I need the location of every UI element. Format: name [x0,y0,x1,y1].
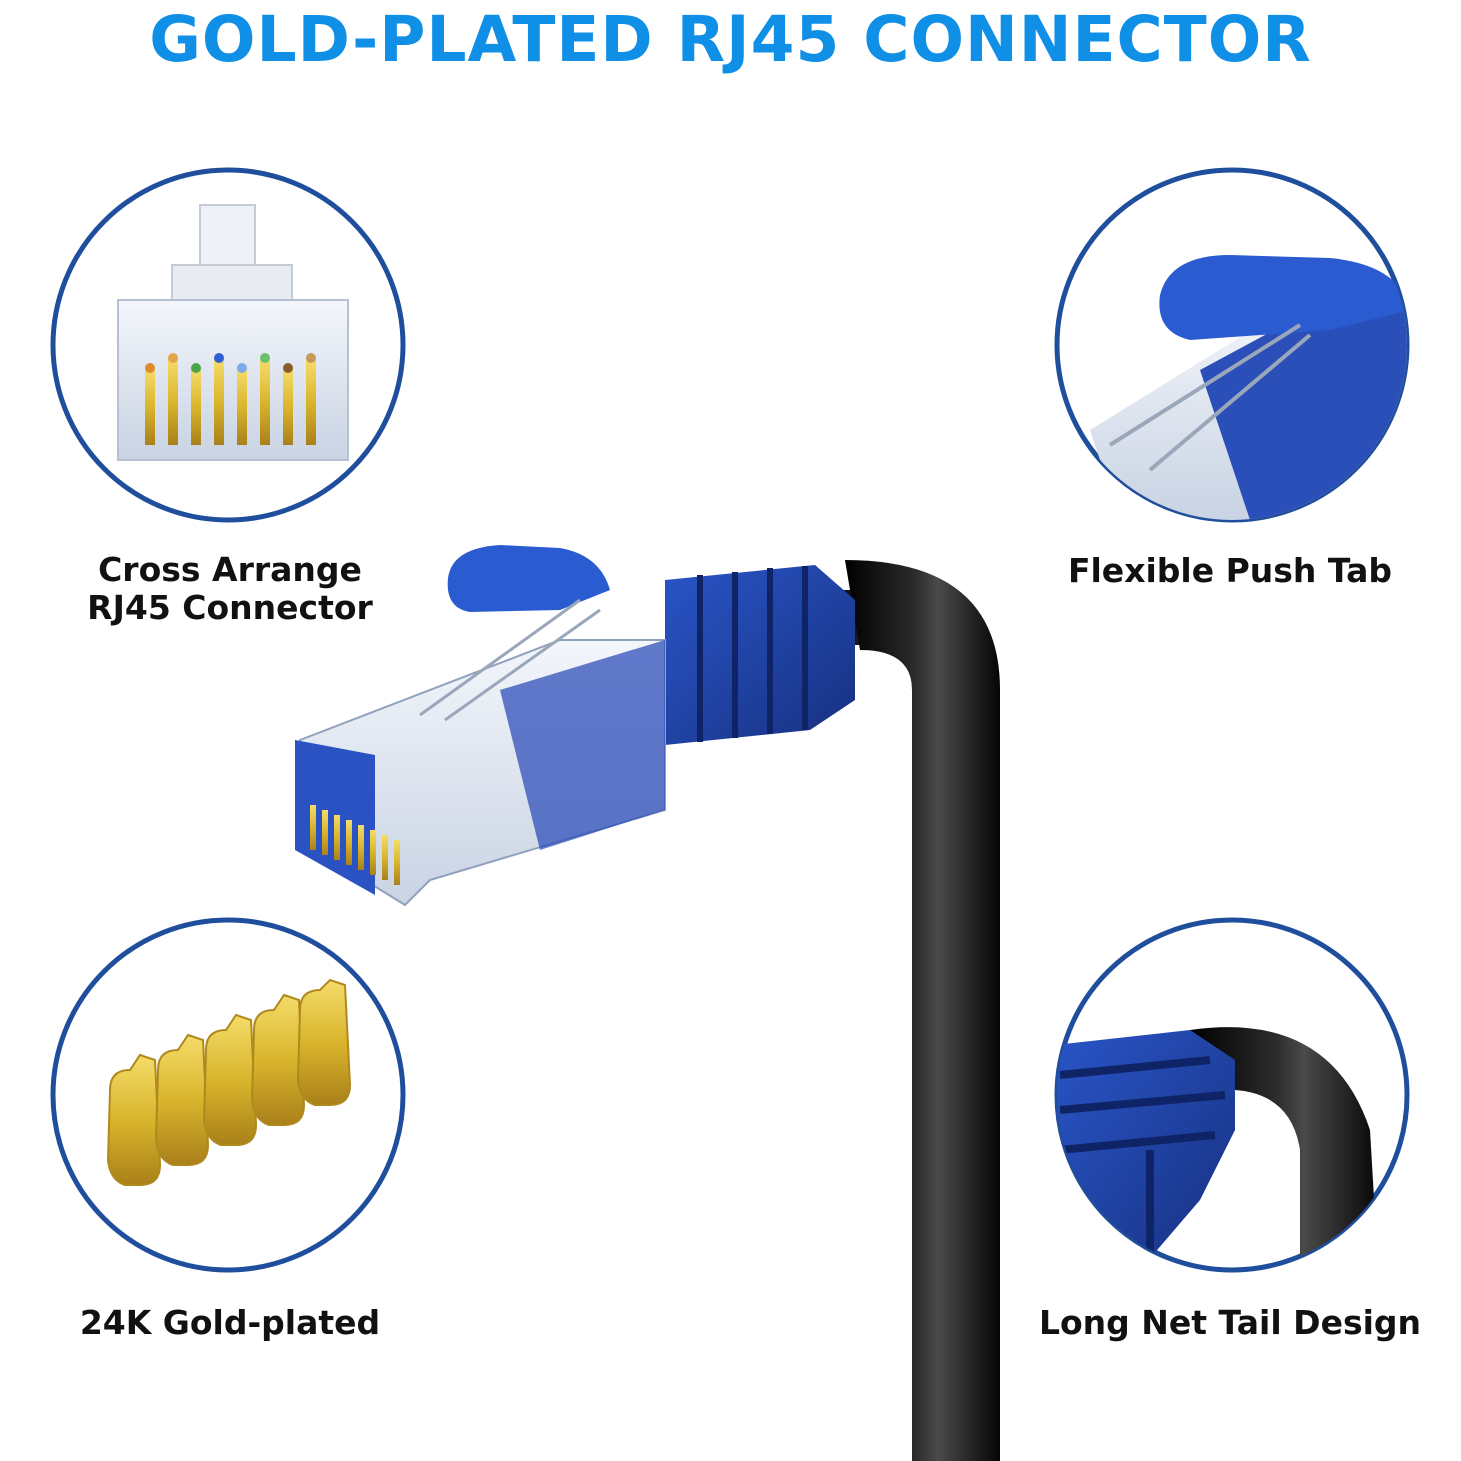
feature-label-line1: Cross Arrange [98,550,362,589]
feature-label-line2: RJ45 Connector [87,588,373,627]
feature-label-gold-plated: 24K Gold-plated [79,1303,381,1342]
rj45-cross-arrange-icon [117,204,349,461]
feature-circle-cross-arrange [50,167,406,523]
ethernet-cable [820,560,1000,1461]
feature-circle-push-tab [1054,167,1410,523]
feature-circle-gold-plated [50,917,406,1273]
feature-label-net-tail: Long Net Tail Design [1038,1303,1422,1342]
feature-label-push-tab: Flexible Push Tab [1067,551,1393,590]
feature-label-cross-arrange: Cross Arrange RJ45 Connector [40,551,420,627]
page-title: GOLD-PLATED RJ45 CONNECTOR [149,3,1312,76]
feature-circle-net-tail [1054,917,1410,1273]
gold-contacts-icon [106,978,352,1186]
rj45-plug-main [295,545,855,907]
